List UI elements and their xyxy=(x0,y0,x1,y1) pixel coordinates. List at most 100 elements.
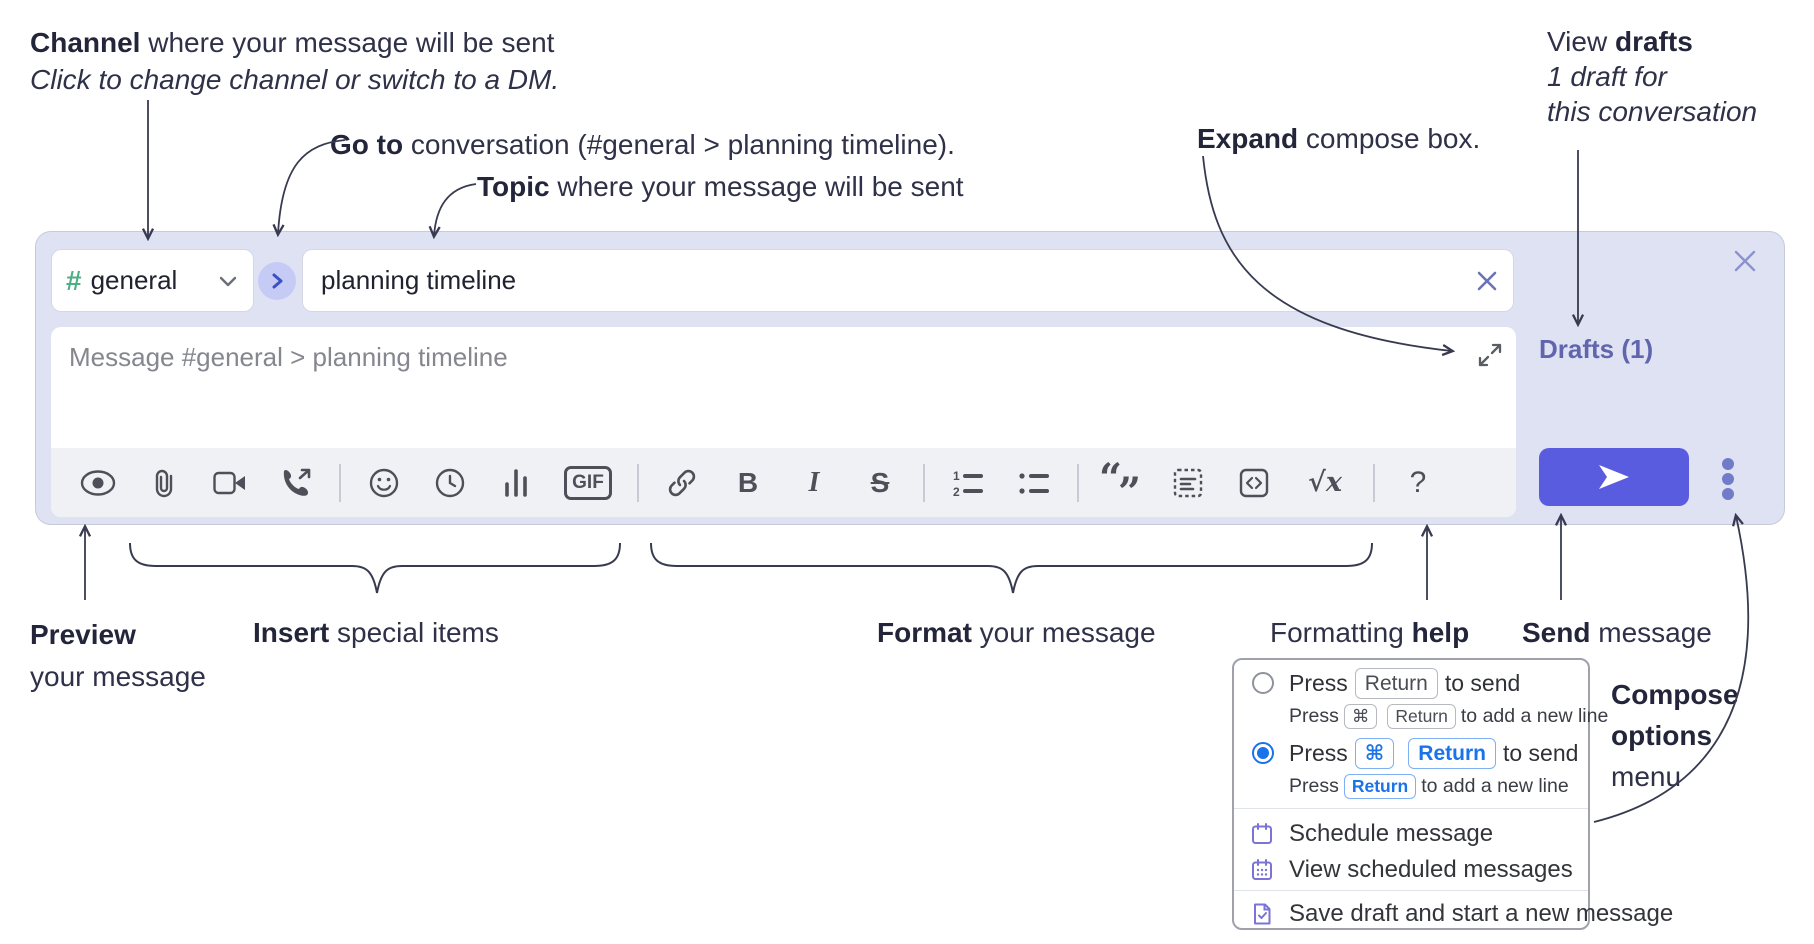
compose-box: # general Message #general > planning ti… xyxy=(35,231,1785,525)
channel-note-subline: Click to change channel or switch to a D… xyxy=(30,64,560,95)
close-icon xyxy=(1734,250,1756,272)
chevron-right-icon xyxy=(272,273,283,289)
goto-conversation-button[interactable] xyxy=(258,262,296,300)
strikethrough-button[interactable]: S xyxy=(857,460,903,506)
toolbar-separator xyxy=(339,463,341,502)
send-option-cmd-return-subtext: Press Return to add a new line xyxy=(1289,773,1569,799)
code-block-button[interactable] xyxy=(1165,460,1211,506)
cmd-key: ⌘ xyxy=(1354,737,1395,769)
link-icon xyxy=(668,469,696,496)
message-area[interactable]: Message #general > planning timeline xyxy=(51,327,1516,517)
strikethrough-icon: S xyxy=(870,466,890,498)
inline-code-button[interactable] xyxy=(1231,460,1277,506)
channel-selector[interactable]: # general xyxy=(51,249,254,312)
audio-call-button[interactable] xyxy=(273,460,319,506)
send-button[interactable] xyxy=(1539,448,1689,506)
format-note: Format your message xyxy=(877,617,1156,648)
save-draft-icon xyxy=(1254,903,1271,925)
square-root-icon: √x xyxy=(1308,467,1342,498)
insert-brace xyxy=(129,542,621,594)
expand-icon xyxy=(1478,343,1502,367)
eye-icon xyxy=(80,469,116,496)
preview-message-button[interactable] xyxy=(75,460,121,506)
compose-options-button[interactable] xyxy=(1708,453,1748,505)
send-option-cmd-return[interactable]: Press ⌘ Return to send xyxy=(1252,736,1578,770)
toolbar-separator xyxy=(923,463,925,502)
return-key: Return xyxy=(1408,737,1496,769)
emoji-button[interactable] xyxy=(361,460,407,506)
formatting-help-note: Formatting help xyxy=(1270,617,1470,648)
menu-item-schedule-message[interactable]: Schedule message xyxy=(1250,818,1580,850)
send-note: Send message xyxy=(1522,617,1712,648)
close-icon xyxy=(1477,271,1497,290)
channel-name: general xyxy=(90,265,178,295)
message-input[interactable]: Message #general > planning timeline xyxy=(69,342,508,372)
insert-note: Insert special items xyxy=(253,617,499,648)
preview-note: Preview your message xyxy=(30,619,206,692)
return-key: Return xyxy=(1387,703,1456,729)
formula-button[interactable]: √x xyxy=(1297,460,1353,506)
return-key: Return xyxy=(1343,773,1417,799)
chevron-down-icon xyxy=(219,276,237,286)
topic-note: Topic where your message will be sent xyxy=(477,171,964,202)
send-icon xyxy=(1599,465,1629,489)
menu-divider xyxy=(1234,890,1588,891)
drafts-note: View drafts 1 draft for this conversatio… xyxy=(1547,26,1758,127)
channel-hash-icon: # xyxy=(66,264,82,296)
question-mark-icon: ? xyxy=(1409,465,1427,499)
ordered-list-button[interactable]: 1 2 xyxy=(945,460,991,506)
video-clip-button[interactable] xyxy=(207,460,253,506)
radio-unselected[interactable] xyxy=(1252,672,1274,694)
video-camera-icon xyxy=(213,471,245,494)
clear-topic-button[interactable] xyxy=(1461,251,1513,311)
attach-file-button[interactable] xyxy=(141,460,187,506)
drafts-link[interactable]: Drafts (1) xyxy=(1539,334,1654,364)
expand-note: Expand compose box. xyxy=(1197,123,1481,154)
bulleted-list-button[interactable] xyxy=(1011,460,1057,506)
topic-arrow xyxy=(434,183,477,236)
toolbar-separator xyxy=(637,463,639,502)
send-option-return-subtext: Press ⌘ Return to add a new line xyxy=(1289,703,1609,729)
clock-icon xyxy=(435,468,465,497)
format-brace xyxy=(650,542,1373,594)
bulleted-list-icon xyxy=(1019,472,1049,494)
channel-note: Channel where your message will be sent … xyxy=(30,24,559,98)
italic-icon: I xyxy=(808,466,820,498)
bold-button[interactable]: B xyxy=(725,460,771,506)
phone-call-icon xyxy=(283,468,311,496)
gif-button[interactable]: GIF xyxy=(559,460,617,506)
send-option-return[interactable]: Press Return to send xyxy=(1252,666,1578,700)
calendar-icon xyxy=(1252,823,1272,844)
menu-divider xyxy=(1234,808,1588,809)
toolbar-separator xyxy=(1077,463,1079,502)
close-compose-button[interactable] xyxy=(1728,244,1762,278)
compose-options-note: Compose options menu xyxy=(1611,679,1739,792)
compose-toolbar: GIF B I S 1 2 xyxy=(51,448,1516,517)
blockquote-icon: “” xyxy=(1098,454,1142,516)
ordered-list-icon: 1 2 xyxy=(953,469,983,497)
paperclip-icon xyxy=(155,469,173,497)
formatting-help-button[interactable]: ? xyxy=(1395,460,1441,506)
link-button[interactable] xyxy=(659,460,705,506)
calendar-grid-icon xyxy=(1252,859,1272,880)
topic-input[interactable] xyxy=(303,265,1461,296)
channel-note-rest: where your message will be sent xyxy=(140,27,555,58)
inline-code-icon xyxy=(1239,468,1269,497)
compose-options-menu: Press Return to send Press ⌘ Return to a… xyxy=(1232,658,1673,930)
cmd-key: ⌘ xyxy=(1343,703,1378,729)
expand-compose-button[interactable] xyxy=(1474,339,1506,371)
poll-button[interactable] xyxy=(493,460,539,506)
radio-selected[interactable] xyxy=(1252,742,1274,764)
italic-button[interactable]: I xyxy=(791,460,837,506)
blockquote-button[interactable]: “” xyxy=(1098,454,1145,516)
menu-item-view-scheduled[interactable]: View scheduled messages xyxy=(1250,854,1580,886)
code-block-icon xyxy=(1173,468,1203,497)
menu-item-save-draft[interactable]: Save draft and start a new message xyxy=(1250,898,1673,930)
topic-field xyxy=(302,249,1514,312)
channel-note-bold: Channel xyxy=(30,27,141,58)
gif-icon: GIF xyxy=(564,465,612,500)
return-key: Return xyxy=(1354,667,1438,699)
schedule-clock-button[interactable] xyxy=(427,460,473,506)
svg-text:1: 1 xyxy=(953,469,960,483)
bar-chart-icon xyxy=(505,468,527,497)
